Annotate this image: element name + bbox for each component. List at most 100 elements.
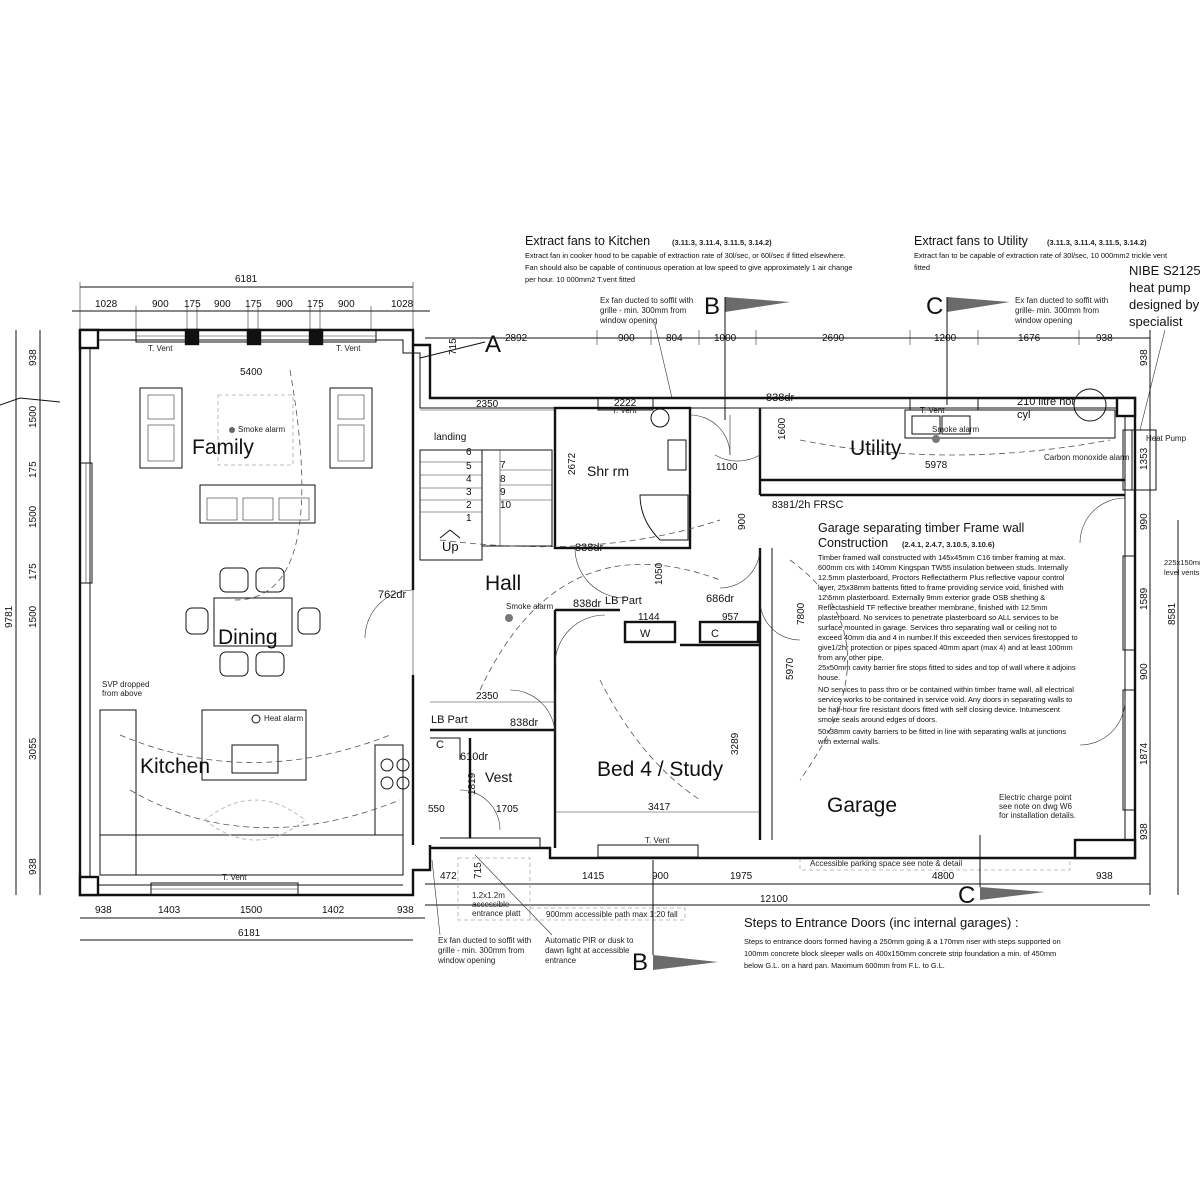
note-line: with external walls.	[817, 737, 880, 746]
dim-text: 900	[276, 299, 293, 310]
dim-text: 938	[95, 905, 112, 916]
dim-text: 957	[722, 612, 739, 623]
nibe-note: NIBE S2125 heat pump designed by special…	[1129, 263, 1200, 431]
garage-wall-note: Garage separating timber Frame wall Cons…	[817, 521, 1078, 746]
door-size: 838dr	[510, 717, 538, 729]
dim-text: 3417	[648, 802, 671, 813]
ex-fan-note-line: Ex fan ducted to soffit with	[1015, 296, 1108, 305]
note-line: Steps to entrance doors formed having a …	[744, 937, 1061, 946]
dim-text: 1403	[158, 905, 181, 916]
room-vest: Vest	[485, 769, 512, 785]
room-garage: Garage	[827, 794, 897, 817]
dim-text: 900	[214, 299, 231, 310]
section-c-bottom-label: C	[958, 882, 975, 909]
stair-number: 10	[500, 500, 512, 511]
heat-alarm-label: Heat alarm	[264, 714, 303, 723]
pir-note-line: Automatic PIR or dusk to	[545, 936, 634, 945]
ex-fan-note-line: window opening	[599, 316, 657, 325]
fixture-labels: T. Vent T. Vent T. Vent T. Vent T. Vent …	[102, 344, 1130, 882]
stair-number: 3	[466, 487, 472, 498]
smoke-alarm-label: Smoke alarm	[238, 425, 285, 434]
frsc-label: 1/2h FRSC	[789, 499, 843, 511]
dim-text: 938	[1096, 871, 1113, 882]
ex-fan-note-line: grille- min. 300mm from	[1015, 306, 1099, 315]
external-walls	[78, 328, 1137, 897]
utility-fan-note-title: Extract fans to Utility	[914, 234, 1029, 248]
note-line: give1/2hr protection or pipes spaced 40m…	[818, 643, 1073, 652]
note-line: be half-hour fire resistant doors fitted…	[818, 705, 1060, 714]
stair-number: 7	[500, 460, 506, 471]
room-kitchen: Kitchen	[140, 755, 210, 778]
dim-text: 938	[28, 349, 39, 366]
smoke-alarm-label: Smoke alarm	[506, 602, 553, 611]
dim-text: 2222	[614, 398, 637, 409]
co-alarm-label: Carbon monoxide alarm	[1044, 453, 1130, 462]
dim-text: 1676	[1018, 333, 1041, 344]
platt-note: 1.2x1.2m	[472, 891, 505, 900]
room-bed4: Bed 4 / Study	[597, 758, 724, 781]
ev-note: for installation details.	[999, 811, 1076, 820]
door-size: 610dr	[460, 751, 488, 763]
nibe-note-line: heat pump	[1129, 280, 1190, 295]
note-line: Reflectashield TF reflective breather me…	[818, 603, 1048, 612]
note-line: 12.5mm plasterboard. Externally 9mm exte…	[818, 593, 1045, 602]
dim-text: 715	[448, 338, 459, 355]
path-note: 900mm accessible path max 1:20 fall	[546, 910, 678, 919]
dim-text: 9781	[4, 605, 15, 628]
room-dining: Dining	[218, 626, 278, 649]
note-line: plasterboard. No services to penetrate p…	[818, 613, 1058, 622]
note-line: layer, 25x38mm battents fitted to frame …	[818, 583, 1064, 592]
stair-number: 2	[466, 500, 472, 511]
note-line: 25x50mm cavity barrier fire stops fitted…	[818, 663, 1076, 672]
t-vent-label: T. Vent	[645, 836, 670, 845]
nibe-note-line: specialist	[1129, 314, 1183, 329]
dim-text: 12100	[760, 894, 788, 905]
garage-note-refs: (2.4.1, 2.4.7, 3.10.5, 3.10.6)	[902, 540, 995, 549]
dim-text: 1028	[391, 299, 414, 310]
note-line: Timber framed wall constructed with 145x…	[818, 553, 1066, 562]
ex-fan-note-line: window opening	[1014, 316, 1072, 325]
dim-text: 2350	[476, 691, 499, 702]
dim-text: 1600	[777, 417, 788, 440]
kitchen-fan-note-title: Extract fans to Kitchen	[525, 234, 650, 248]
ev-note: Electric charge point	[999, 793, 1072, 802]
t-vent-label: T. Vent	[222, 873, 247, 882]
dim-text: 938	[28, 858, 39, 875]
dim-text: 938	[1139, 349, 1150, 366]
top-dimensions: 6181 1028 900 175 900 175 900 175 900 10…	[72, 274, 1150, 355]
dim-text: 900	[152, 299, 169, 310]
smoke-alarm-label: Smoke alarm	[932, 425, 979, 434]
dim-text: 1975	[730, 871, 753, 882]
dim-text: 1705	[496, 804, 519, 815]
ex-fan-note-line: window opening	[437, 956, 495, 965]
dim-text: 1415	[582, 871, 605, 882]
dim-text: 2892	[505, 333, 528, 344]
kitchen-fan-note: Extract fans to Kitchen (3.11.3, 3.11.4,…	[525, 234, 852, 284]
note-line: fitted	[914, 263, 930, 272]
note-line: from any other pipe.	[818, 653, 884, 662]
dim-text: 938	[1139, 823, 1150, 840]
ev-note: see note on dwg W6	[999, 802, 1072, 811]
dim-text: 1589	[1139, 587, 1150, 610]
dim-text: 715	[473, 862, 484, 879]
dim-text: 990	[1139, 513, 1150, 530]
dim-text: 900	[618, 333, 635, 344]
dim-text: 804	[666, 333, 683, 344]
lb-part-label: LB Part	[431, 714, 468, 726]
dim-text: 8581	[1167, 602, 1178, 625]
dim-text: 1500	[240, 905, 263, 916]
heat-pump-label: Heat Pump	[1146, 434, 1187, 443]
vents-note: level vents in ga	[1164, 568, 1200, 577]
ex-fan-note-line: grille - min. 300mm from	[600, 306, 687, 315]
furniture	[139, 387, 689, 790]
stair-number: 5	[466, 461, 472, 472]
section-b-top-label: B	[704, 293, 720, 320]
dim-text: 1144	[638, 612, 660, 623]
dim-text: 175	[184, 299, 201, 310]
dim-text: 1100	[716, 462, 738, 473]
dim-text: 1500	[28, 605, 39, 628]
pir-note-line: entrance	[545, 956, 577, 965]
nibe-note-line: NIBE S2125	[1129, 263, 1200, 278]
room-shower: Shr rm	[587, 463, 629, 479]
internal-dimensions: 2350 2350 2222 2672 1600 5978 1100 900 1…	[420, 398, 948, 815]
